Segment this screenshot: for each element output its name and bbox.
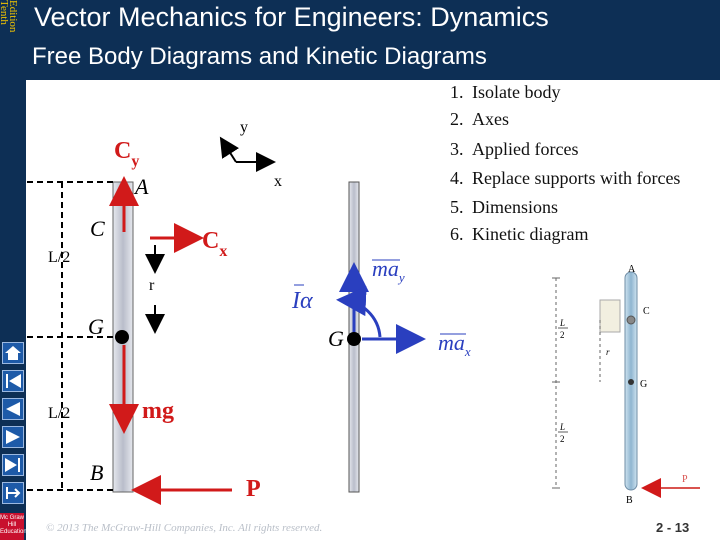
- fbd-center-of-mass: [115, 330, 129, 344]
- last-slide-icon: [5, 458, 20, 472]
- axis-y-label: y: [240, 119, 248, 136]
- i-alpha-label: Iα: [291, 288, 313, 314]
- step-text: Axes: [472, 109, 509, 129]
- step-number: 3.: [450, 139, 464, 159]
- step-text: Isolate body: [472, 82, 561, 102]
- cx-force-label: Cx: [202, 228, 227, 260]
- point-b-label: B: [90, 460, 103, 485]
- point-c-label: C: [90, 216, 105, 241]
- page-title: Vector Mechanics for Engineers: Dynamics: [34, 2, 549, 32]
- pendulum-p-label: P: [682, 474, 688, 485]
- previous-slide-button[interactable]: [2, 398, 24, 420]
- pendulum-r-label: r: [606, 347, 610, 357]
- step-item: 3. Applied forces: [450, 139, 578, 160]
- step-text: Kinetic diagram: [472, 224, 589, 244]
- point-g-label: G: [88, 314, 104, 339]
- step-text: Replace supports with forces: [472, 168, 681, 188]
- pendulum-l-top-den: 2: [560, 330, 565, 340]
- pendulum-b-label: B: [626, 495, 633, 506]
- home-button[interactable]: [2, 342, 24, 364]
- exit-icon: [6, 487, 21, 499]
- pendulum-g-label: G: [640, 379, 647, 390]
- publisher-logo: Mc Graw Hill Education: [0, 513, 27, 540]
- first-slide-button[interactable]: [2, 370, 24, 392]
- i-alpha-arrow: [336, 286, 382, 338]
- step-number: 5.: [450, 197, 464, 217]
- axis-x-label: x: [274, 173, 282, 190]
- kd-point-g-label: G: [328, 326, 344, 351]
- pendulum-support-bracket: [599, 299, 621, 333]
- step-text: Applied forces: [472, 139, 579, 159]
- page-subtitle: Free Body Diagrams and Kinetic Diagrams: [32, 43, 487, 70]
- mg-force-label: mg: [142, 398, 174, 424]
- previous-slide-icon: [6, 402, 20, 416]
- next-slide-button[interactable]: [2, 426, 24, 448]
- pendulum-a-label: A: [628, 264, 636, 275]
- point-a-label: A: [133, 174, 149, 199]
- pendulum-l-bot-num: L: [559, 422, 565, 432]
- step-number: 1.: [450, 82, 464, 102]
- pendulum-l-bot-den: 2: [560, 434, 565, 444]
- next-slide-icon: [6, 430, 20, 444]
- r-label: r: [149, 277, 155, 294]
- header: [26, 0, 720, 80]
- first-slide-icon: [6, 374, 21, 388]
- step-number: 4.: [450, 168, 464, 188]
- p-force-label: P: [246, 476, 261, 502]
- axes-icon: [219, 136, 276, 172]
- step-item: 2. Axes: [450, 109, 509, 130]
- pendulum-c-label: C: [643, 306, 650, 317]
- step-item: 5. Dimensions: [450, 197, 558, 218]
- step-item: 1. Isolate body: [450, 82, 560, 103]
- half-length-bottom-label: L/2: [48, 405, 70, 422]
- cy-force-label: Cy: [114, 138, 139, 170]
- kd-center-of-mass: [347, 332, 361, 346]
- half-length-top-label: L/2: [48, 249, 70, 266]
- pendulum-center-of-mass: [628, 379, 634, 385]
- publisher-logo-text: Mc Graw Hill Education: [0, 515, 27, 535]
- step-text: Dimensions: [472, 197, 559, 217]
- step-item: 4. Replace supports with forces: [450, 168, 680, 189]
- step-item: 6. Kinetic diagram: [450, 224, 588, 245]
- pendulum-illustration: [552, 271, 700, 498]
- pendulum-l-top-num: L: [559, 318, 565, 328]
- pendulum-pin: [626, 315, 636, 325]
- slide-number: 2 - 13: [656, 520, 690, 535]
- sidebar: [0, 0, 26, 540]
- exit-button[interactable]: [2, 482, 24, 504]
- step-number: 6.: [450, 224, 464, 244]
- home-icon: [5, 346, 21, 360]
- copyright-notice: © 2013 The McGraw-Hill Companies, Inc. A…: [46, 522, 323, 534]
- last-slide-button[interactable]: [2, 454, 24, 476]
- step-number: 2.: [450, 109, 464, 129]
